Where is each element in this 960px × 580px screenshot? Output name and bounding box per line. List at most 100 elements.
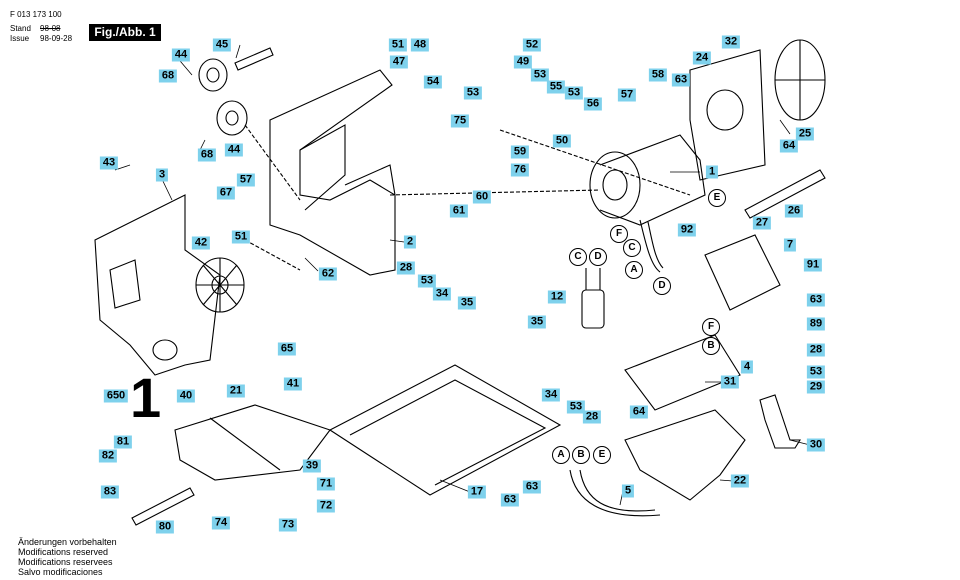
part-number-tag: 28 (806, 343, 826, 357)
part-number-tag: 47 (389, 55, 409, 69)
group-number: 1 (130, 366, 162, 429)
part-number-tag: 44 (224, 143, 244, 157)
part-number-tag: 43 (99, 156, 119, 170)
part-number-tag: 30 (806, 438, 826, 452)
wire-marker: E (708, 189, 726, 207)
part-number-tag: 76 (510, 163, 530, 177)
part-number-tag: 35 (457, 296, 477, 310)
wire-marker: F (610, 225, 628, 243)
part-number-tag: 34 (432, 287, 452, 301)
part-number-tag: 55 (546, 80, 566, 94)
part-number-tag: 89 (806, 317, 826, 331)
footer-line: Modifications reservees (18, 557, 113, 567)
part-number-tag: 61 (449, 204, 469, 218)
part-number-tag: 2 (403, 235, 417, 249)
part-number-tag: 53 (564, 86, 584, 100)
part-number-tag: 32 (721, 35, 741, 49)
part-number-tag: 62 (318, 267, 338, 281)
wire-marker: C (623, 239, 641, 257)
wire-marker: A (552, 446, 570, 464)
part-number-tag: 51 (231, 230, 251, 244)
group-label: 650 (103, 389, 129, 403)
part-number-tag: 63 (500, 493, 520, 507)
part-number-tag: 65 (277, 342, 297, 356)
wire-marker: D (653, 277, 671, 295)
part-number-tag: 41 (283, 377, 303, 391)
part-number-tag: 4 (740, 360, 754, 374)
footer-line: Salvo modificaciones (18, 567, 103, 577)
part-number-tag: 59 (510, 145, 530, 159)
issue-label: Issue (10, 34, 30, 43)
wire-marker: B (572, 446, 590, 464)
part-number-tag: 73 (278, 518, 298, 532)
wire-marker: D (589, 248, 607, 266)
part-number-tag: 34 (541, 388, 561, 402)
part-number-tag: 25 (795, 127, 815, 141)
wire-marker: C (569, 248, 587, 266)
part-number-tag: 80 (155, 520, 175, 534)
footer-line: Modifications reserved (18, 547, 109, 557)
wire-marker: F (702, 318, 720, 336)
wire-marker: B (702, 337, 720, 355)
part-number-tag: 21 (226, 384, 246, 398)
part-number-tag: 12 (547, 290, 567, 304)
footer-notes: Änderungen vorbehalten Modifications res… (18, 537, 117, 577)
part-number-tag: 50 (552, 134, 572, 148)
part-number-tag: 44 (171, 48, 191, 62)
part-number-tag: 63 (522, 480, 542, 494)
part-number-tag: 74 (211, 516, 231, 530)
part-number-tag: 45 (212, 38, 232, 52)
stand-label: Stand (10, 24, 31, 33)
part-number-tag: 22 (730, 474, 750, 488)
part-number-tag: 7 (783, 238, 797, 252)
part-number-tag: 92 (677, 223, 697, 237)
wire-marker: A (625, 261, 643, 279)
part-number-tag: 1 (705, 165, 719, 179)
part-number-tag: 53 (463, 86, 483, 100)
part-number-tag: 54 (423, 75, 443, 89)
stand-row: Stand 98-08 (10, 24, 60, 34)
part-number-tag: 58 (648, 68, 668, 82)
part-number-tag: 72 (316, 499, 336, 513)
part-number-tag: 24 (692, 51, 712, 65)
part-number-tag: 3 (155, 168, 169, 182)
part-number-tag: 82 (98, 449, 118, 463)
wire-marker: E (593, 446, 611, 464)
part-number-tag: 68 (158, 69, 178, 83)
part-number-tag: 49 (513, 55, 533, 69)
part-number-tag: 71 (316, 477, 336, 491)
stand-value: 98-08 (40, 24, 61, 33)
part-number-tag: 57 (236, 173, 256, 187)
part-number-tag: 52 (522, 38, 542, 52)
part-number-tag: 17 (467, 485, 487, 499)
part-number-tag: 42 (191, 236, 211, 250)
part-number-tag: 26 (784, 204, 804, 218)
part-number-tag: 56 (583, 97, 603, 111)
document-number: F 013 173 100 (10, 10, 62, 19)
part-number-tag: 35 (527, 315, 547, 329)
part-number-tag: 27 (752, 216, 772, 230)
issue-row: Issue 98-09-28 (10, 34, 72, 44)
part-number-tag: 28 (396, 261, 416, 275)
footer-line: Änderungen vorbehalten (18, 537, 117, 547)
part-number-tag: 53 (566, 400, 586, 414)
part-number-tag: 53 (417, 274, 437, 288)
figure-label: Fig./Abb. 1 (89, 24, 161, 41)
part-number-tag: 40 (176, 389, 196, 403)
part-number-tag: 53 (530, 68, 550, 82)
part-number-tag: 48 (410, 38, 430, 52)
part-number-tag: 63 (806, 293, 826, 307)
part-number-tag: 63 (671, 73, 691, 87)
part-number-tag: 83 (100, 485, 120, 499)
issue-value: 98-09-28 (40, 34, 73, 43)
part-number-tag: 91 (803, 258, 823, 272)
part-number-tag: 5 (621, 484, 635, 498)
part-number-tag: 39 (302, 459, 322, 473)
part-number-tag: 64 (779, 139, 799, 153)
part-number-tag: 67 (216, 186, 236, 200)
part-number-tag: 57 (617, 88, 637, 102)
part-number-tag: 51 (388, 38, 408, 52)
part-number-tag: 68 (197, 148, 217, 162)
